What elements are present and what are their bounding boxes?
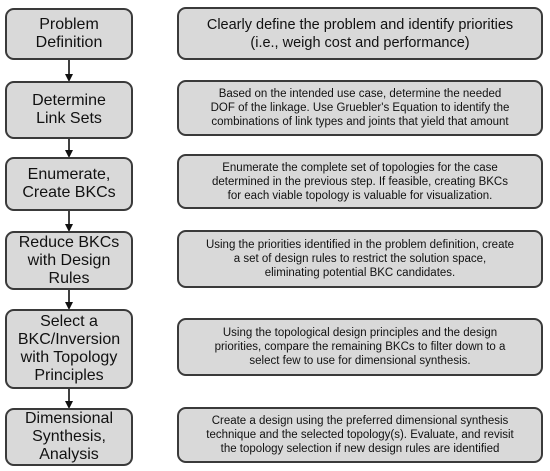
description-box-reduce-bkcs: Using the priorities identified in the p… bbox=[177, 230, 543, 288]
step-box-determine-link-sets: Determine Link Sets bbox=[5, 81, 133, 139]
description-box-select-bkc-inversion: Using the topological design principles … bbox=[177, 318, 543, 376]
step-box-problem-definition: Problem Definition bbox=[5, 8, 133, 60]
step-box-select-bkc-inversion: Select a BKC/Inversion with Topology Pri… bbox=[5, 309, 133, 389]
step-box-enumerate-create-bkcs: Enumerate, Create BKCs bbox=[5, 157, 133, 211]
step-box-dimensional-synthesis: Dimensional Synthesis, Analysis bbox=[5, 408, 133, 466]
description-box-determine-link-sets: Based on the intended use case, determin… bbox=[177, 80, 543, 136]
description-box-enumerate-create-bkcs: Enumerate the complete set of topologies… bbox=[177, 154, 543, 209]
description-box-dimensional-synthesis: Create a design using the preferred dime… bbox=[177, 407, 543, 463]
step-box-reduce-bkcs: Reduce BKCs with Design Rules bbox=[5, 231, 133, 290]
description-box-problem-definition: Clearly define the problem and identify … bbox=[177, 7, 543, 60]
